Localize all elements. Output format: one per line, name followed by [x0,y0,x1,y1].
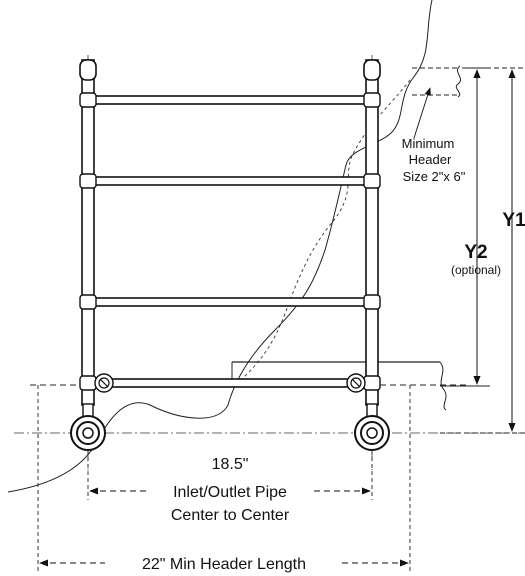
towel-bar-bottom [79,375,381,391]
right-post [363,59,381,419]
pipe-spacing-line2: Center to Center [171,507,290,524]
y2-label: Y2 [464,242,487,263]
towel-bar-3 [79,294,381,310]
header-length-dimension [37,385,411,572]
inlet-valve-icon [70,415,106,451]
y2-optional-note: (optional) [451,263,501,277]
pipe-spacing-dimension [87,450,373,500]
y2-dimension [440,67,490,387]
y1-label: Y1 [502,210,525,231]
header-min-label: Minimum [402,136,455,151]
pipe-spacing-line1: Inlet/Outlet Pipe [173,484,287,501]
wall-break-line-secondary [234,79,411,386]
left-post [79,59,97,419]
towel-bar-1 [79,92,381,108]
outlet-valve-icon [354,415,390,451]
wall-header-board [412,65,462,98]
pipe-spacing-value: 18.5" [212,456,249,473]
right-wall-bracket-icon [346,373,366,393]
header-length-label: 22" Min Header Length [142,556,306,573]
header-word-label: Header [409,152,452,167]
towel-bar-2 [79,173,381,189]
header-leader-line [413,87,431,139]
header-size-label: Size 2"x 6" [403,169,466,184]
left-wall-bracket-icon [94,373,114,393]
